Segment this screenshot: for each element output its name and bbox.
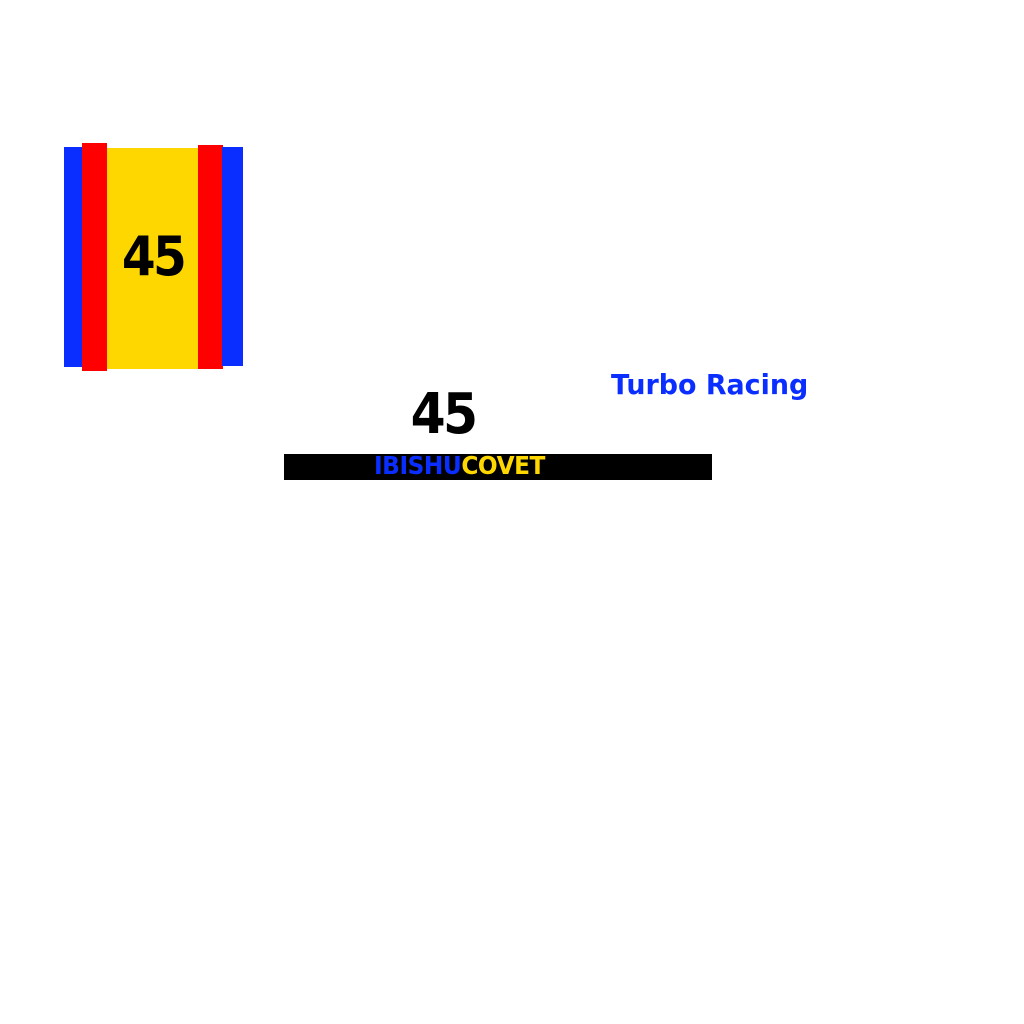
sponsor-text: IBISHUCOVET xyxy=(374,453,545,479)
sponsor-word-covet: COVET xyxy=(461,451,545,480)
livery-stripe-panel: 45 xyxy=(64,143,243,371)
red-stripe-right xyxy=(198,145,223,369)
sponsor-word-ibishu: IBISHU xyxy=(374,451,462,480)
team-name-decal: Turbo Racing xyxy=(611,368,809,401)
blue-stripe-right xyxy=(222,147,243,366)
race-number-decal: 45 xyxy=(410,382,478,447)
panel-race-number: 45 xyxy=(121,225,187,288)
yellow-stripe-center xyxy=(107,148,199,369)
red-stripe-left xyxy=(82,143,107,371)
sponsor-banner: IBISHUCOVET xyxy=(284,453,712,480)
blue-stripe-left xyxy=(64,147,84,367)
